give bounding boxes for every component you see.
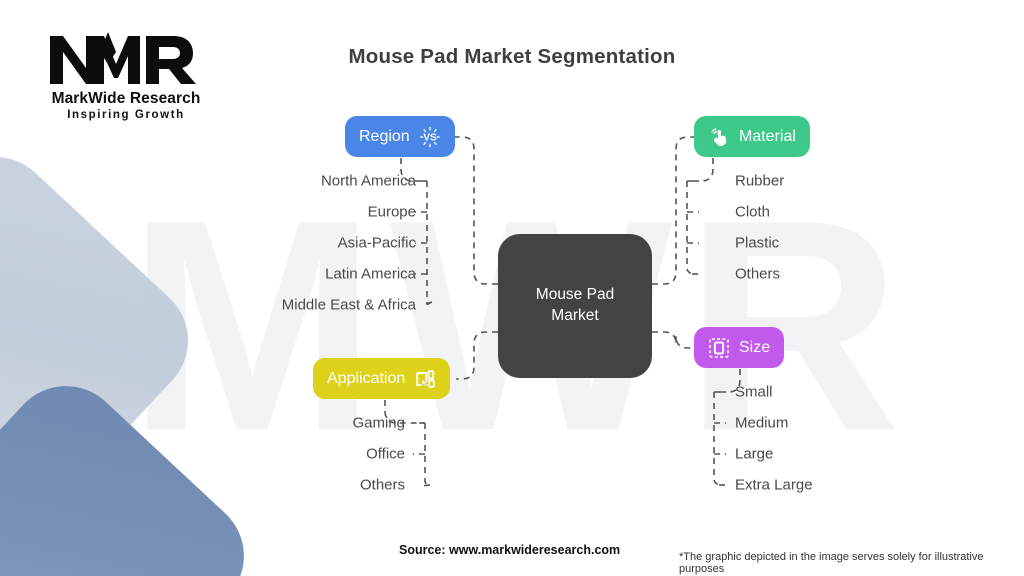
category-label-size: Size xyxy=(739,338,771,356)
wire-material-spine xyxy=(686,181,693,275)
leaf-region-2: Europe xyxy=(367,203,416,221)
leaf-size-2: Medium xyxy=(735,414,789,432)
svg-text:VS: VS xyxy=(423,132,437,143)
wire-size-spine-head xyxy=(714,369,741,393)
leaf-material-4: Others xyxy=(735,265,781,283)
wire-center-region xyxy=(447,136,498,285)
category-badge-size[interactable]: Size xyxy=(694,327,785,368)
center-node-line1: Mouse Pad xyxy=(535,286,615,304)
touch-gesture-icon xyxy=(708,126,730,148)
brand-logo: MarkWide Research Inspiring Growth xyxy=(26,30,226,121)
leaf-material-1: Rubber xyxy=(735,172,785,190)
wire-region-spine xyxy=(426,181,433,306)
leaf-size-4: Extra Large xyxy=(735,476,813,494)
category-label-region: Region xyxy=(359,127,410,145)
center-node: Mouse Pad Market xyxy=(498,234,652,378)
tick-region-5 xyxy=(421,301,433,306)
leaf-material-2: Cloth xyxy=(735,203,771,221)
leaf-size-1: Small xyxy=(735,383,773,401)
sparkle-burst-icon: VS xyxy=(419,126,441,148)
tick-application-3 xyxy=(419,484,431,487)
brand-name: MarkWide Research xyxy=(51,90,201,107)
leaf-application-2: Office xyxy=(366,445,405,463)
leaf-size-3: Large xyxy=(735,445,774,463)
brand-tagline: Inspiring Growth xyxy=(67,109,185,121)
wire-application-spine-head xyxy=(384,400,425,424)
leaf-material-3: Plastic xyxy=(735,234,780,252)
category-badge-material[interactable]: Material xyxy=(694,116,810,157)
leaf-region-4: Latin America xyxy=(325,265,416,283)
wire-size-spine xyxy=(713,392,720,486)
wire-center-size xyxy=(652,331,696,349)
leaf-application-1: Gaming xyxy=(352,414,405,432)
wire-application-spine xyxy=(424,423,431,486)
device-cursor-icon xyxy=(414,368,436,390)
category-label-application: Application xyxy=(327,369,406,387)
wire-center-material xyxy=(652,136,696,285)
wire-center-application xyxy=(456,331,498,380)
wire-material-spine-head xyxy=(687,158,714,182)
center-node-line2: Market xyxy=(551,307,599,324)
mwr-logo-icon xyxy=(50,32,196,84)
resize-square-icon xyxy=(708,337,730,359)
wire-region-spine-head xyxy=(400,158,427,182)
leaf-region-5: Middle East & Africa xyxy=(281,296,416,314)
category-badge-application[interactable]: Application xyxy=(313,358,451,399)
leaf-region-1: North America xyxy=(320,172,416,190)
category-badge-region[interactable]: Region VS xyxy=(345,116,455,157)
page-title: Mouse Pad Market Segmentation xyxy=(348,45,676,68)
leaf-application-3: Others xyxy=(359,476,405,494)
category-label-material: Material xyxy=(739,127,796,145)
leaf-region-3: Asia-Pacific xyxy=(337,234,416,252)
disclaimer-label: *The graphic depicted in the image serve… xyxy=(679,551,984,575)
source-label: Source: www.markwideresearch.com xyxy=(399,543,621,557)
